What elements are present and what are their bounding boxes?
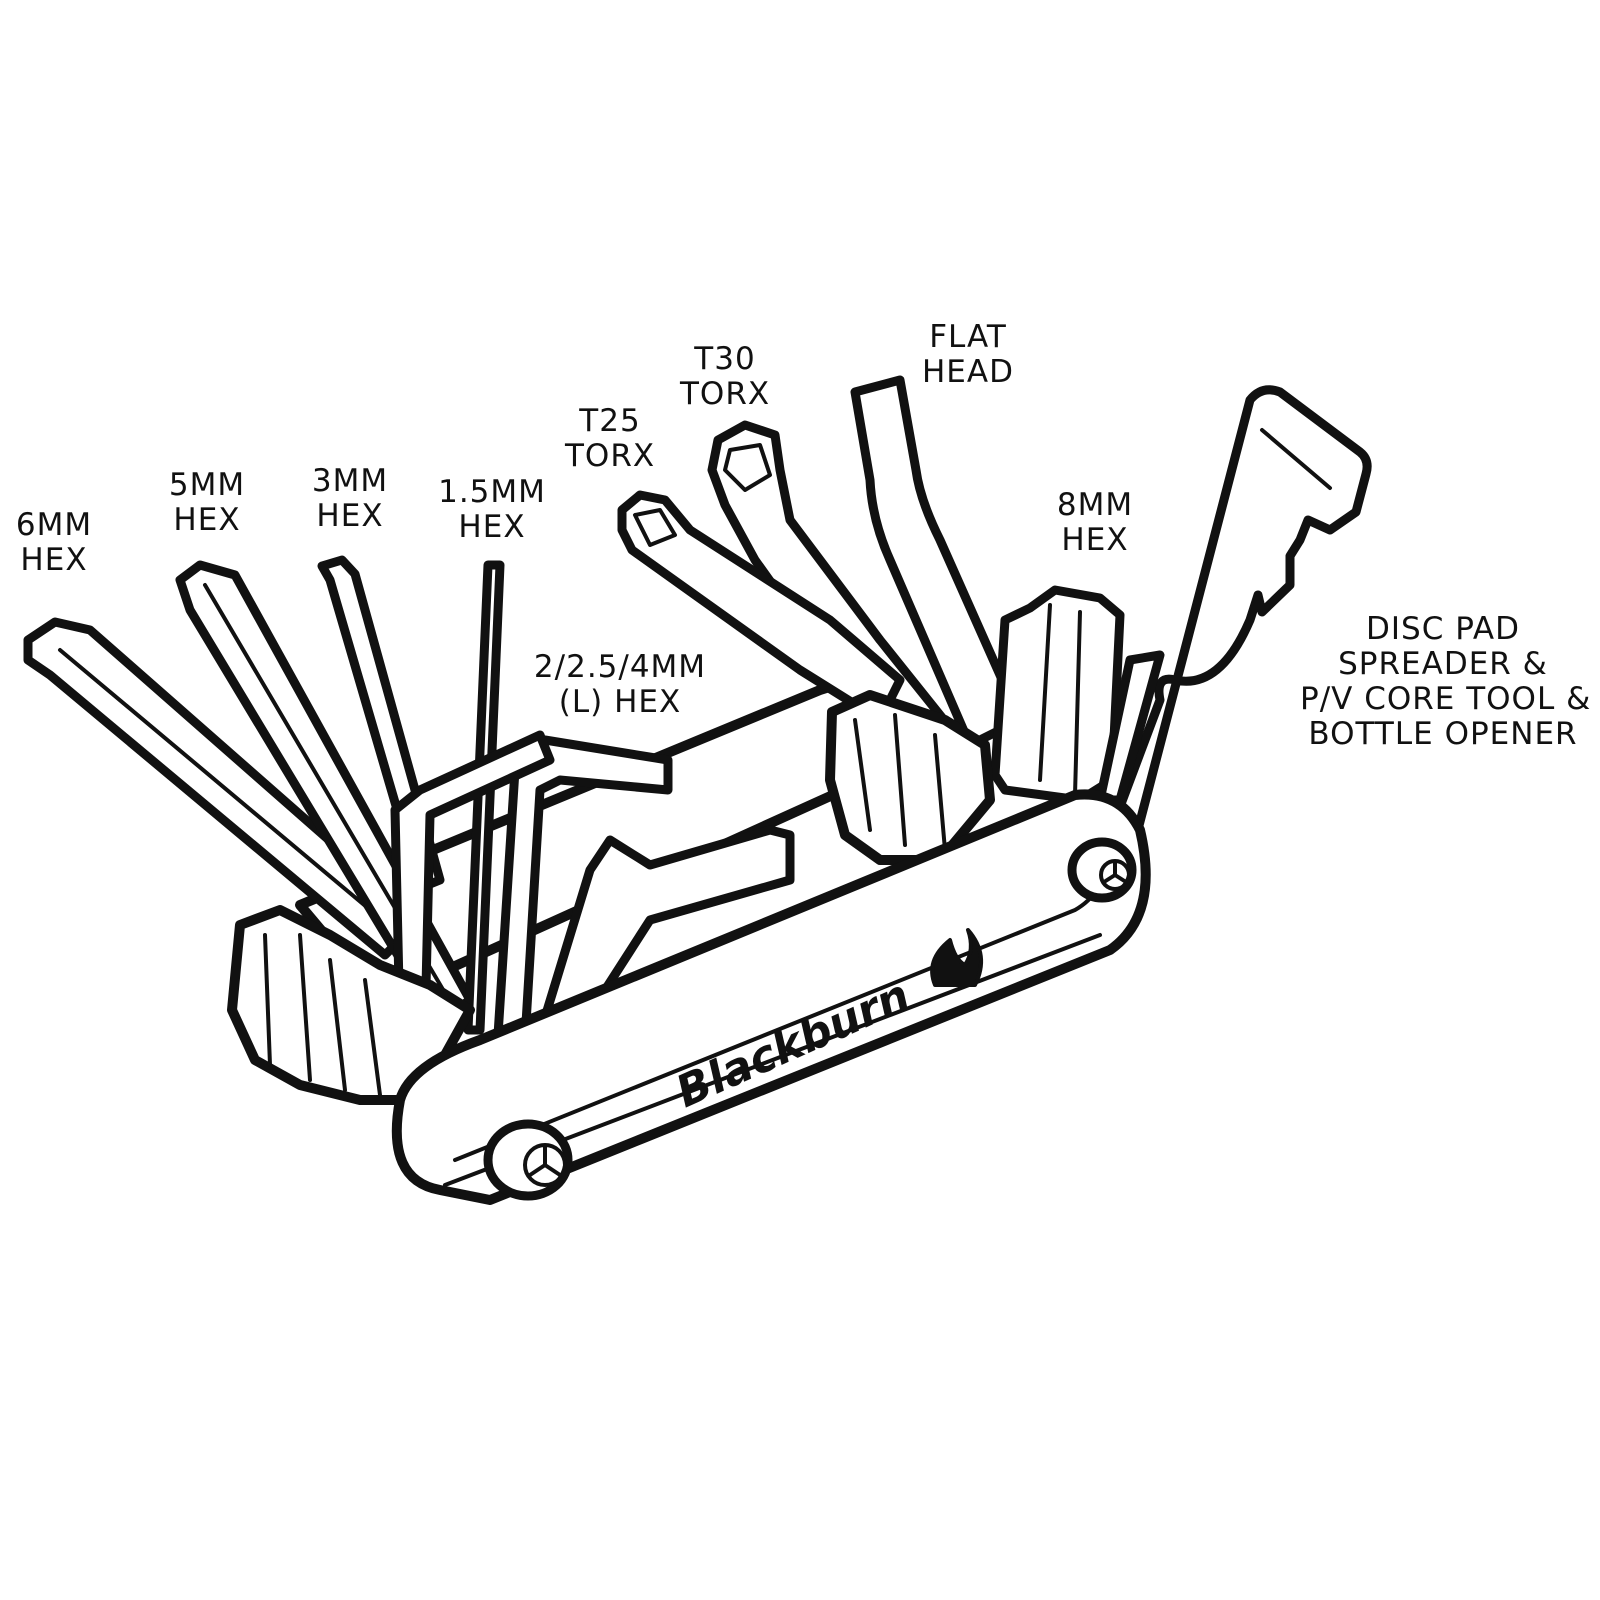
disc-pad-spreader-tool xyxy=(1080,385,1372,905)
6mm-hex-facet xyxy=(58,648,402,937)
8mm-hex-facet xyxy=(1038,603,1082,797)
disc-pad-notch xyxy=(1260,428,1332,490)
label-flat-head: FLAT HEAD xyxy=(922,319,1014,390)
t30-torx-tip-detail xyxy=(723,443,772,492)
8mm-hex-key xyxy=(990,585,1125,805)
front-bolt-left xyxy=(483,1119,573,1201)
label-5mm-hex: 5MM HEX xyxy=(168,467,246,538)
label-3mm-hex: 3MM HEX xyxy=(311,463,389,534)
label-1.5mm-hex: 1.5MM HEX xyxy=(438,474,546,545)
label-6mm-hex: 6MM HEX xyxy=(15,507,93,578)
brand-flame-icon xyxy=(930,928,984,987)
label-disc-pad-spreader: DISC PAD SPREADER & P/V CORE TOOL & BOTT… xyxy=(1300,611,1592,752)
front-bolt-right xyxy=(1067,837,1137,903)
right-hinge-detail xyxy=(853,713,947,852)
left-hinge-detail xyxy=(263,933,382,1097)
front-side-plate xyxy=(391,789,1151,1205)
t25-torx-tip-detail xyxy=(633,508,677,547)
l-hex-key-mid xyxy=(390,730,555,1035)
label-t30-torx: T30 TORX xyxy=(680,341,771,412)
label-l-hex: 2/2.5/4MM (L) HEX xyxy=(533,649,707,720)
1.5mm-hex-key xyxy=(463,560,505,1035)
label-t25-torx: T25 TORX xyxy=(565,403,656,474)
label-8mm-hex: 8MM HEX xyxy=(1056,487,1134,558)
